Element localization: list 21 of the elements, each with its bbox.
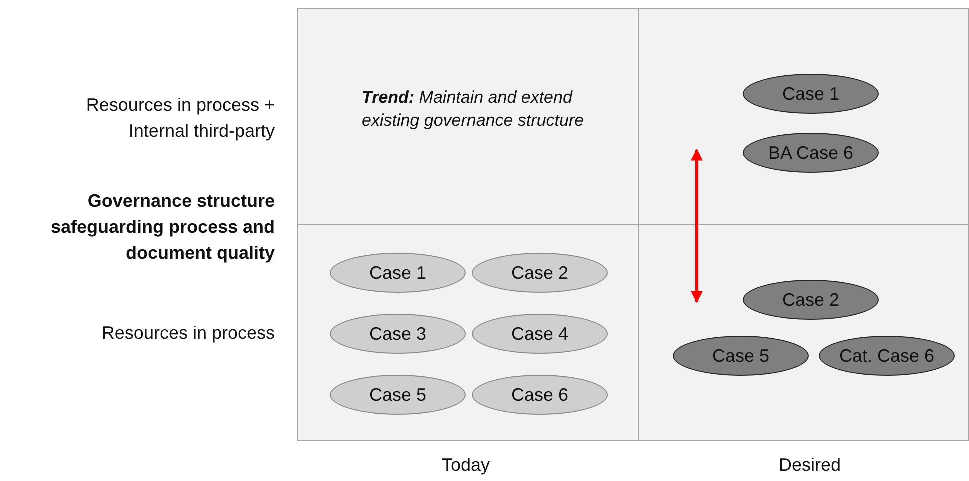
row-label: Resources in process + Internal third-party [85,94,275,143]
row-label: Resources in process [100,322,275,345]
case-ellipse: Case 1 [743,74,879,114]
matrix-quadrant [638,8,969,225]
axis-title: Governance structure safeguarding process and document quality [50,190,275,265]
case-ellipse: Case 4 [472,314,608,354]
case-ellipse: Cat. Case 6 [819,336,955,376]
column-label: Today [440,455,492,476]
case-ellipse: Case 2 [743,280,879,320]
case-ellipse: Case 3 [330,314,466,354]
case-ellipse: Case 5 [673,336,809,376]
case-ellipse: Case 1 [330,253,466,293]
case-ellipse: Case 6 [472,375,608,415]
matrix-quadrant [297,8,639,225]
case-ellipse: Case 2 [472,253,608,293]
matrix-quadrant [297,224,639,441]
case-ellipse: BA Case 6 [743,133,879,173]
case-ellipse: Case 5 [330,375,466,415]
matrix-quadrant [638,224,969,441]
trend-note: Trend: Maintain and extend existing governance structure [362,87,586,132]
column-label: Desired [778,455,842,476]
